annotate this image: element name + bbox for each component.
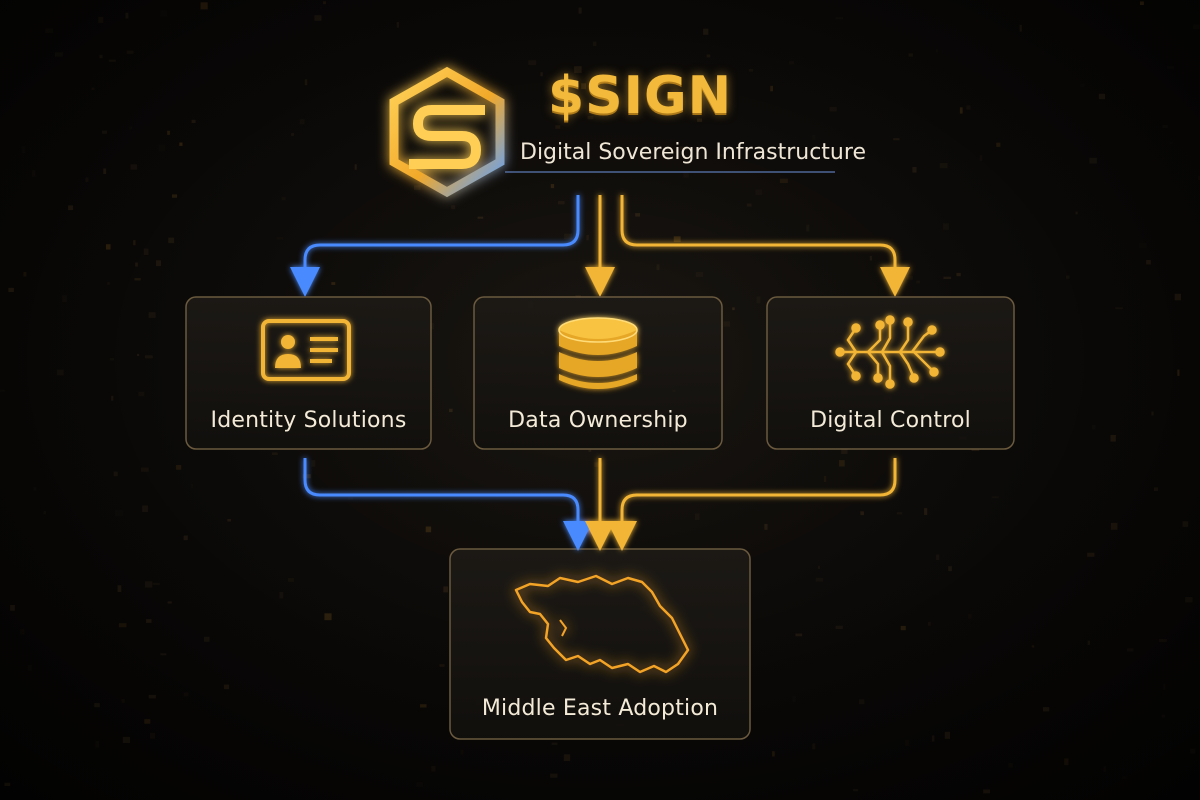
control-label: Digital Control — [810, 408, 971, 433]
id-card-icon — [261, 319, 351, 381]
adoption-label: Middle East Adoption — [481, 696, 719, 721]
brand-tagline: Digital Sovereign Infrastructure — [520, 140, 866, 165]
sign-logo-icon — [389, 66, 505, 198]
circuit-node-icon — [835, 315, 945, 389]
identity-label: Identity Solutions — [210, 408, 407, 433]
top-connectors — [290, 195, 910, 297]
database-icon — [558, 317, 638, 389]
brand-title: $SIGN — [548, 66, 733, 126]
data-label: Data Ownership — [508, 408, 688, 433]
map-outline-icon — [514, 574, 690, 674]
bottom-connectors — [303, 458, 897, 551]
identity-node — [185, 296, 432, 450]
